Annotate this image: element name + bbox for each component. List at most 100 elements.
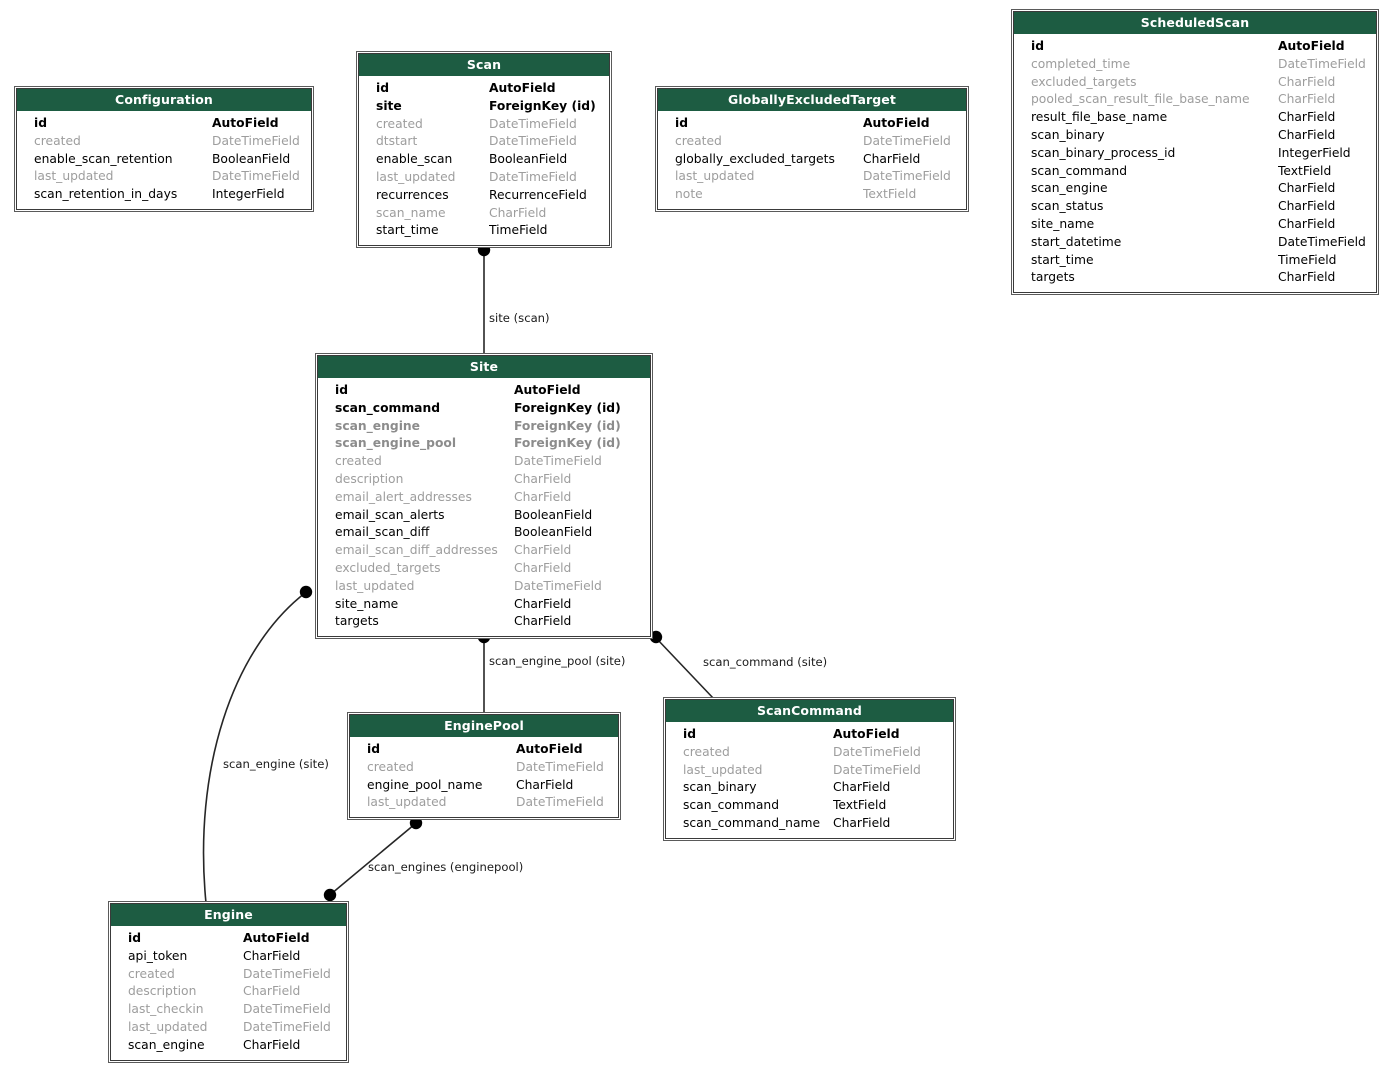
field-type: CharField <box>1278 127 1336 142</box>
field-type: AutoField <box>516 742 583 756</box>
field-type: DateTimeField <box>243 1002 331 1017</box>
field-type: CharField <box>1278 199 1336 214</box>
field-type: CharField <box>1278 110 1336 125</box>
field-type: CharField <box>1278 74 1336 89</box>
field-type: CharField <box>243 948 301 963</box>
field-name: last_updated <box>367 795 447 810</box>
field-row: id AutoField <box>359 80 609 98</box>
field-name: scan_status <box>1031 199 1104 214</box>
field-name: email_scan_alerts <box>335 507 445 522</box>
field-type: DateTimeField <box>243 1019 331 1034</box>
entity-header-configuration: Configuration <box>17 89 311 111</box>
relationship-endpoint-dot <box>649 630 663 644</box>
field-name: id <box>675 116 689 130</box>
field-type: BooleanField <box>514 507 593 522</box>
relationship-line-scan_command-site <box>656 638 715 700</box>
field-type: IntegerField <box>1278 145 1351 160</box>
field-type: DateTimeField <box>516 795 604 810</box>
field-name: completed_time <box>1031 56 1131 71</box>
field-type: AutoField <box>212 116 279 130</box>
field-name: start_time <box>1031 252 1094 267</box>
field-type: AutoField <box>243 931 310 945</box>
field-row: result_file_base_name CharField <box>1014 109 1376 127</box>
field-name: id <box>335 383 349 397</box>
field-type: CharField <box>514 543 572 558</box>
field-name: last_updated <box>675 169 755 184</box>
field-type: AutoField <box>489 81 556 95</box>
field-type: ForeignKey (id) <box>514 418 621 433</box>
field-row: email_scan_diff_addresses CharField <box>318 542 650 560</box>
field-name: description <box>128 984 197 999</box>
field-type: DateTimeField <box>514 454 602 469</box>
field-type: ForeignKey (id) <box>514 436 621 451</box>
field-name: targets <box>1031 270 1075 285</box>
field-name: created <box>34 133 81 148</box>
entity-header-engine: Engine <box>111 904 346 926</box>
field-type: CharField <box>514 614 572 629</box>
field-type: DateTimeField <box>516 759 604 774</box>
field-name: email_scan_diff_addresses <box>335 543 498 558</box>
field-type: TextField <box>863 187 917 202</box>
field-name: globally_excluded_targets <box>675 151 835 166</box>
field-name: email_scan_diff <box>335 525 430 540</box>
field-type: IntegerField <box>212 187 285 202</box>
field-type: CharField <box>514 560 572 575</box>
field-name: start_datetime <box>1031 234 1122 249</box>
field-name: id <box>683 727 697 741</box>
field-name: id <box>34 116 48 130</box>
field-type: TextField <box>833 798 887 813</box>
field-name: enable_scan_retention <box>34 151 173 166</box>
field-type: TimeField <box>1278 252 1337 267</box>
relationship-label-scan_engines-enginepool: scan_engines (enginepool) <box>368 860 524 874</box>
field-type: DateTimeField <box>489 169 577 184</box>
relationship-label-scan_engine-site: scan_engine (site) <box>223 757 329 771</box>
entity-header-enginepool: EnginePool <box>350 715 618 737</box>
field-type: ForeignKey (id) <box>489 98 596 113</box>
field-name: id <box>1031 39 1045 53</box>
field-name: id <box>376 81 390 95</box>
field-name: id <box>367 742 381 756</box>
field-type: CharField <box>1278 270 1336 285</box>
field-name: created <box>128 966 175 981</box>
entity-header-scan: Scan <box>359 54 609 76</box>
field-name: scan_engine_pool <box>335 436 457 451</box>
field-name: api_token <box>128 948 188 963</box>
field-name: start_time <box>376 223 439 238</box>
relationship-label-site-scan: site (scan) <box>489 311 550 325</box>
field-name: result_file_base_name <box>1031 110 1168 125</box>
field-type: DateTimeField <box>514 578 602 593</box>
field-type: CharField <box>1278 181 1336 196</box>
field-name: dtstart <box>376 134 418 149</box>
field-name: email_alert_addresses <box>335 489 472 504</box>
